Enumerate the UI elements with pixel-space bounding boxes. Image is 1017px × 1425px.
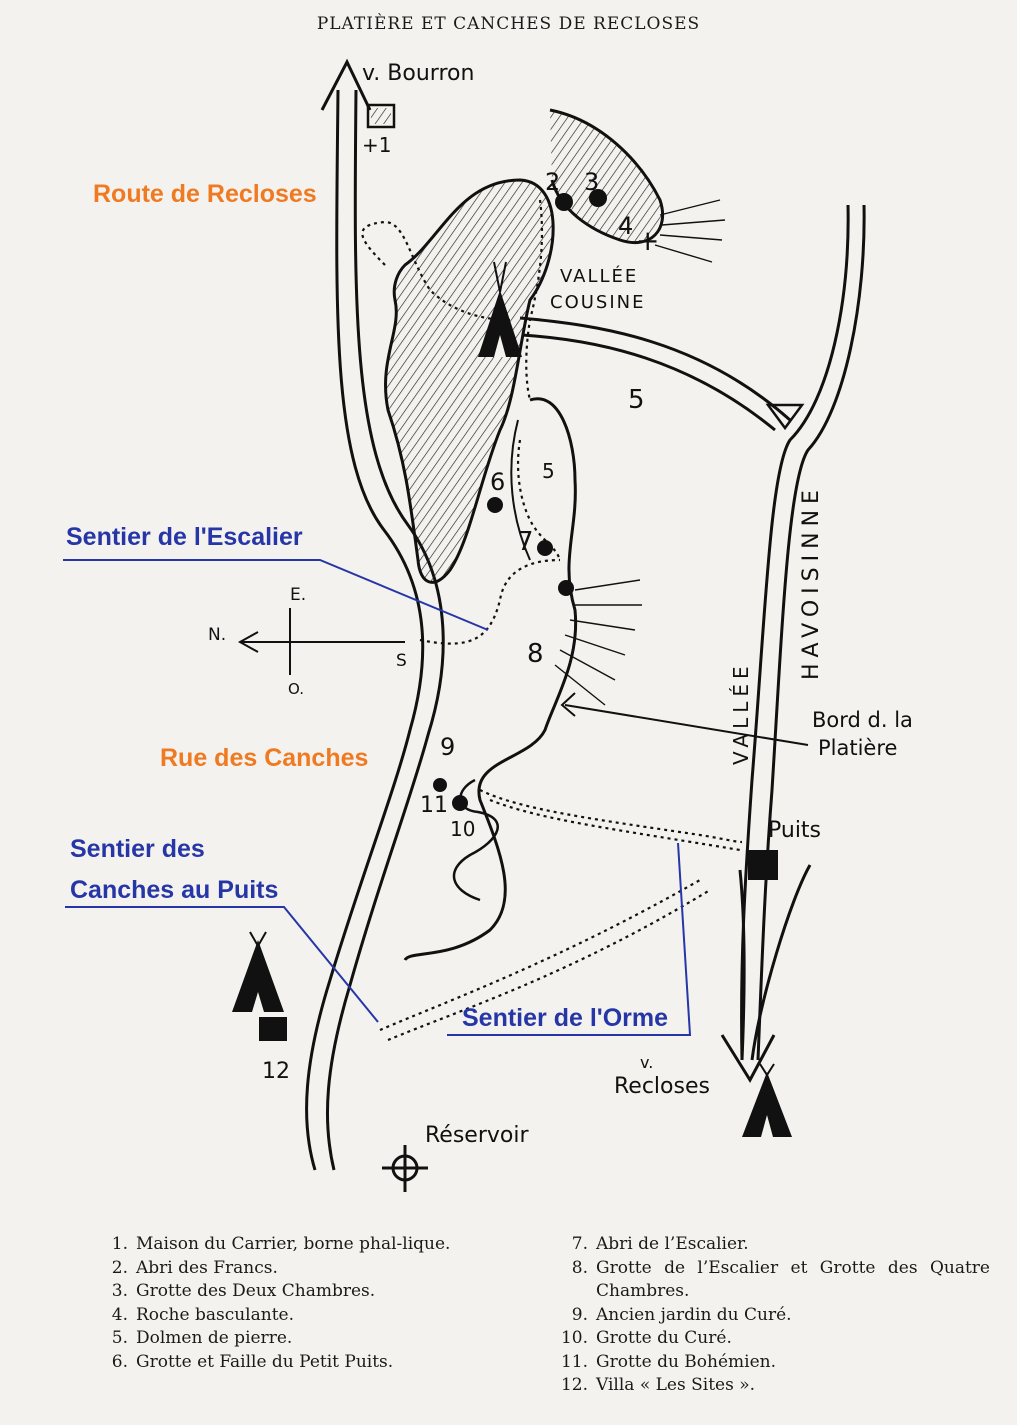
page-header: PLATIÈRE ET CANCHES DE RECLOSES <box>316 14 701 34</box>
legend-item: 7.Abri de l’Escalier. <box>571 1234 749 1254</box>
havoisinne-road <box>519 204 866 1061</box>
legend-item: 2.Abri des Francs. <box>111 1257 278 1278</box>
bord-arrow <box>560 692 809 746</box>
label-vallee-cousine-2: COUSINE <box>550 292 645 313</box>
label-vallee-cousine-1: VALLÉE <box>560 265 638 287</box>
triangle-marker <box>765 403 805 431</box>
label-reservoir: Réservoir <box>425 1123 529 1148</box>
label-bourron: v. Bourron <box>362 61 474 86</box>
label-sentier-puits-1: Sentier des <box>70 835 205 863</box>
label-recloses-v: v. <box>640 1053 653 1072</box>
puits-square <box>748 850 778 880</box>
compass-n: N. <box>208 625 226 645</box>
label-bord-1: Bord d. la <box>812 708 913 732</box>
legend-item: 5.Dolmen de pierre. <box>111 1328 293 1348</box>
maison-square <box>366 103 396 129</box>
bourron-arrow <box>320 58 372 111</box>
main-road <box>305 89 445 1171</box>
label-plus1: +1 <box>362 133 391 157</box>
site-number: 5 <box>628 385 645 415</box>
rock-plateau <box>384 108 665 962</box>
hatch-rays <box>554 199 726 706</box>
site-number: 5 <box>542 459 555 483</box>
villa-square <box>259 1017 287 1041</box>
site-number: 7 <box>517 527 534 557</box>
leader-lines <box>63 559 692 1036</box>
dotted-paths <box>361 199 743 1042</box>
label-bord-2: Platière <box>818 736 897 760</box>
tent-icons <box>232 261 792 1137</box>
label-route-recloses: Route de Recloses <box>93 180 317 208</box>
compass-o: O. <box>288 680 304 698</box>
legend-item: 6.Grotte et Faille du Petit Puits. <box>111 1351 394 1372</box>
site-number: 12 <box>262 1059 290 1084</box>
label-sentier-puits-2: Canches au Puits <box>70 876 279 904</box>
site-number: 9 <box>440 733 455 761</box>
legend-item: 11.Grotte du Bohémien. <box>560 1351 777 1372</box>
legend-item: 3.Grotte des Deux Chambres. <box>111 1281 376 1301</box>
plus-marker: + <box>636 224 659 257</box>
label-recloses: Recloses <box>614 1074 710 1099</box>
legend-item: 4.Roche basculante. <box>111 1304 294 1325</box>
site-number: 6 <box>490 468 505 496</box>
legend-item: 8.Grotte de l’Escalier et Grotte des Qua… <box>571 1257 990 1302</box>
site-number: 3 <box>584 168 599 196</box>
compass <box>237 608 405 675</box>
legend-item: 1.Maison du Carrier, borne phal-lique. <box>111 1234 451 1254</box>
label-havoisinne: HAVOISINNE <box>799 484 824 680</box>
legend-right: 7.Abri de l’Escalier. 8.Grotte de l’Esca… <box>560 1233 990 1398</box>
legend-item: 10.Grotte du Curé. <box>560 1328 732 1348</box>
legend-item: 12.Villa « Les Sites ». <box>560 1375 756 1395</box>
label-vallee: VALLÉE <box>729 661 753 765</box>
site-number: 8 <box>527 639 544 669</box>
site-number: 11 <box>420 793 448 818</box>
compass-e: E. <box>290 585 306 605</box>
site-number: 10 <box>450 817 475 841</box>
recloses-arrow <box>720 1034 776 1083</box>
label-sentier-escalier: Sentier de l'Escalier <box>66 523 303 551</box>
label-rue-canches: Rue des Canches <box>160 744 369 772</box>
site-number: 4 <box>618 212 633 240</box>
map-drawing: + v. Bourron +1 VALLÉE COUSI <box>63 58 913 1192</box>
legend-left: 1.Maison du Carrier, borne phal-lique. 2… <box>100 1233 540 1374</box>
label-sentier-orme: Sentier de l'Orme <box>462 1004 669 1032</box>
legend-item: 9.Ancien jardin du Curé. <box>571 1304 792 1325</box>
site-number: 2 <box>545 168 560 196</box>
label-puits: Puits <box>768 818 821 843</box>
site-markers <box>433 189 607 811</box>
compass-s: S <box>396 651 407 671</box>
reservoir-icon <box>382 1145 428 1192</box>
